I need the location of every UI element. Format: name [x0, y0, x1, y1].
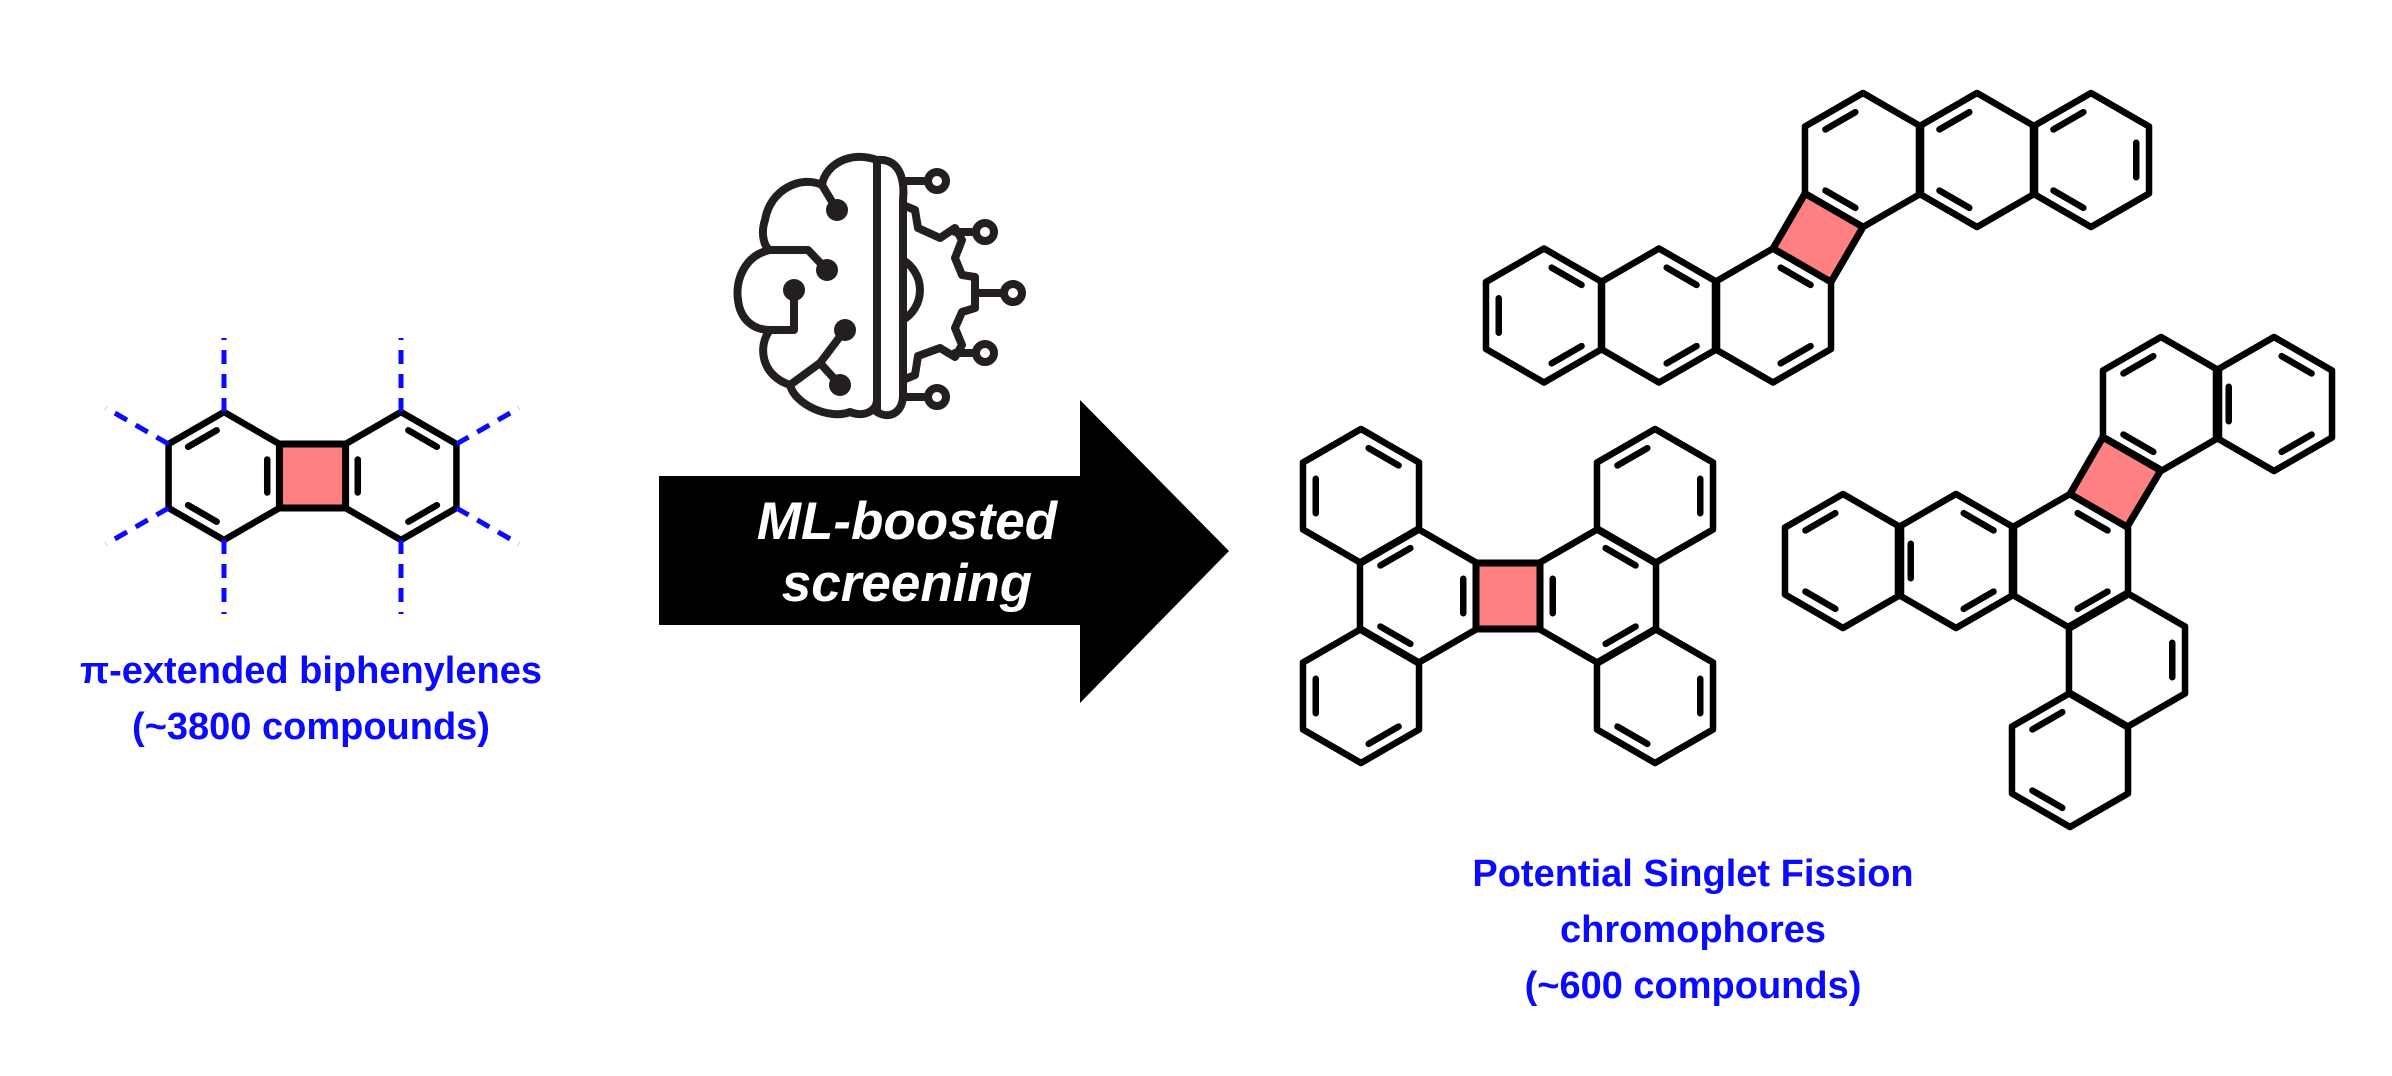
- benzene-ring: [2008, 490, 2132, 632]
- input-set-label: π-extended biphenylenes (~3800 compounds…: [80, 643, 542, 755]
- double-bond: [405, 501, 441, 525]
- candidate-molecule-2: [1299, 425, 1717, 767]
- substitution-site-dash: [104, 505, 170, 547]
- benzene-ring: [2008, 689, 2132, 831]
- double-bond: [1614, 723, 1651, 748]
- double-bond: [1365, 723, 1402, 748]
- double-bond: [1822, 108, 1859, 133]
- double-bond: [1802, 588, 1839, 613]
- benzene-ring: [1781, 490, 1905, 632]
- double-bond: [1548, 342, 1585, 367]
- process-label: ML-boosted screening: [757, 491, 1057, 615]
- double-bond: [1365, 444, 1402, 469]
- benzene-ring: [2212, 333, 2336, 475]
- output-set-title: Potential Singlet Fission: [1472, 853, 1914, 895]
- benzene-ring: [1299, 425, 1423, 567]
- double-bond: [1614, 444, 1651, 469]
- double-bond: [1377, 623, 1414, 648]
- benzene-ring: [342, 408, 460, 544]
- benzene-ring: [2029, 89, 2153, 231]
- output-set-subtitle: chromophores: [1559, 909, 1827, 951]
- benzene-ring: [1915, 89, 2039, 231]
- process-arrow: [659, 400, 1229, 703]
- double-bond: [2074, 509, 2111, 534]
- benzene-ring: [1711, 245, 1835, 386]
- benzene-ring: [1536, 525, 1660, 667]
- brain-circuit-icon: [733, 152, 1026, 420]
- candidate-molecule-3: [1781, 333, 2336, 831]
- substitution-site-dash: [455, 405, 521, 447]
- output-set-label: Potential Singlet Fission chromophores (…: [1472, 846, 1913, 1014]
- double-bond: [2029, 787, 2066, 812]
- brain-node-dots: [783, 199, 856, 396]
- double-bond: [1822, 187, 1859, 212]
- double-bond: [2074, 588, 2111, 613]
- double-bond: [1960, 509, 1997, 534]
- double-bond: [1802, 509, 1839, 534]
- double-bond: [2029, 708, 2066, 733]
- benzene-ring: [2065, 589, 2189, 731]
- double-bond: [1602, 623, 1639, 648]
- four-membered-ring: [1472, 559, 1544, 633]
- benzene-ring: [165, 408, 283, 544]
- double-bond: [184, 501, 220, 525]
- benzene-ring: [1597, 245, 1721, 386]
- double-bond: [184, 427, 220, 451]
- candidate-molecule-1: [1482, 89, 2153, 386]
- double-bond: [1548, 264, 1585, 289]
- double-bond: [1663, 342, 1700, 367]
- double-bond: [1377, 544, 1414, 569]
- output-set-count: (~600 compounds): [1524, 965, 1862, 1007]
- substitution-site-dash: [455, 505, 521, 547]
- double-bond: [1777, 342, 1814, 367]
- benzene-ring: [1801, 89, 1925, 231]
- benzene-ring: [1894, 490, 2018, 632]
- benzene-ring: [1593, 425, 1717, 567]
- input-set-title: π-extended biphenylenes: [80, 650, 542, 692]
- double-bond: [2050, 108, 2087, 133]
- double-bond: [2120, 431, 2157, 456]
- benzene-ring: [2099, 333, 2223, 475]
- double-bond: [1960, 588, 1997, 613]
- double-bond: [1936, 108, 1973, 133]
- double-bond: [2050, 187, 2087, 212]
- double-bond: [2120, 352, 2157, 377]
- benzene-ring: [1482, 245, 1606, 386]
- double-bond: [405, 427, 441, 451]
- process-line-1: ML-boosted: [756, 492, 1058, 551]
- double-bond: [1602, 544, 1639, 569]
- double-bond: [2278, 431, 2315, 456]
- benzene-ring: [1299, 625, 1423, 767]
- biphenylene-core-structure: [104, 338, 521, 614]
- substitution-site-dash: [104, 405, 170, 447]
- double-bond: [2278, 352, 2315, 377]
- double-bond: [1663, 264, 1700, 289]
- input-set-count: (~3800 compounds): [132, 706, 490, 748]
- double-bond: [1936, 187, 1973, 212]
- double-bond: [1777, 264, 1814, 289]
- process-line-2: screening: [781, 554, 1033, 613]
- benzene-ring: [1356, 525, 1480, 667]
- four-membered-ring: [275, 440, 350, 512]
- benzene-ring: [1593, 625, 1717, 767]
